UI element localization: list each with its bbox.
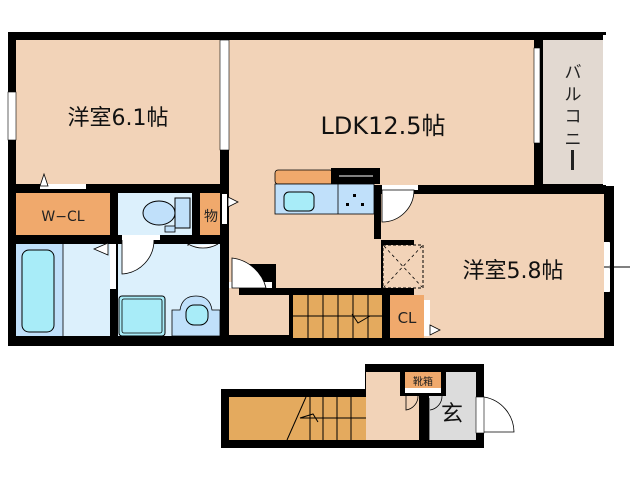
washer-space — [118, 295, 166, 337]
door-swing-wash — [187, 243, 219, 249]
door-swing-western2 — [381, 189, 415, 223]
door-swing-toilet — [121, 239, 155, 275]
closet-cl — [390, 295, 424, 338]
kitchen-sink — [283, 191, 315, 212]
door-opening-toilet — [122, 235, 160, 240]
storage-label: 物 — [204, 209, 218, 225]
stove-burner — [353, 194, 356, 197]
shoebox-door — [405, 388, 441, 393]
washer-inner — [121, 298, 163, 334]
svg-text:ニ: ニ — [565, 130, 582, 150]
balcony-right-border — [603, 35, 606, 185]
ps-shaft — [382, 244, 424, 289]
shoebox-label: 靴箱 — [413, 375, 433, 388]
room-ldk — [229, 40, 534, 288]
room-western-6-1 — [16, 40, 220, 184]
room-label-western-6-1: 洋室6.1帖 — [68, 106, 169, 131]
storage-closet — [200, 193, 220, 235]
door-marker — [92, 242, 109, 256]
stair-direction-arrow-lower — [299, 413, 319, 423]
door-opening-bath — [110, 244, 116, 289]
svg-text:バ: バ — [565, 63, 582, 83]
closet-label-cl: CL — [398, 309, 417, 327]
svg-text:コ: コ — [565, 107, 582, 127]
shoebox-door-swing — [405, 395, 443, 411]
door-marker — [227, 196, 239, 208]
door-opening-western2 — [382, 185, 418, 190]
window-west — [7, 91, 17, 141]
window-ldk-left — [219, 39, 230, 151]
room-label-ldk: LDK12.5帖 — [320, 112, 445, 140]
toilet-paper — [164, 225, 176, 233]
stove-burner — [346, 203, 349, 206]
room-label-western-5-8: 洋室5.8帖 — [463, 259, 564, 284]
stair-direction-arrow — [351, 313, 371, 324]
closet-label-wcl: W−CL — [41, 209, 84, 225]
door-swing-hall — [231, 257, 267, 289]
door-marker — [39, 172, 49, 187]
door-opening-western1 — [40, 184, 86, 189]
wash-basin — [185, 304, 209, 326]
closet-wcl — [16, 193, 110, 235]
room-western-5-8 — [414, 194, 604, 338]
window-ldk-right — [533, 47, 541, 144]
stair-treads — [293, 295, 382, 338]
balcony-label: バ ル コ ニ — [565, 63, 582, 170]
window-swing-western2 — [609, 241, 614, 293]
door-opening-storage — [222, 194, 227, 224]
svg-text:ル: ル — [565, 85, 582, 105]
door-opening-cl — [424, 300, 430, 336]
toilet-tank — [174, 197, 191, 229]
stove-burner — [361, 203, 364, 206]
genkan-label: 玄 — [441, 402, 463, 427]
bathtub — [21, 249, 55, 333]
entry-door-opening — [475, 396, 485, 434]
entry-door-swing — [483, 396, 515, 433]
toilet-bowl — [142, 200, 176, 226]
door-marker — [429, 324, 441, 336]
kitchen-counter-back — [274, 169, 334, 185]
shoebox — [405, 372, 441, 388]
stair-treads-lower — [286, 396, 366, 441]
